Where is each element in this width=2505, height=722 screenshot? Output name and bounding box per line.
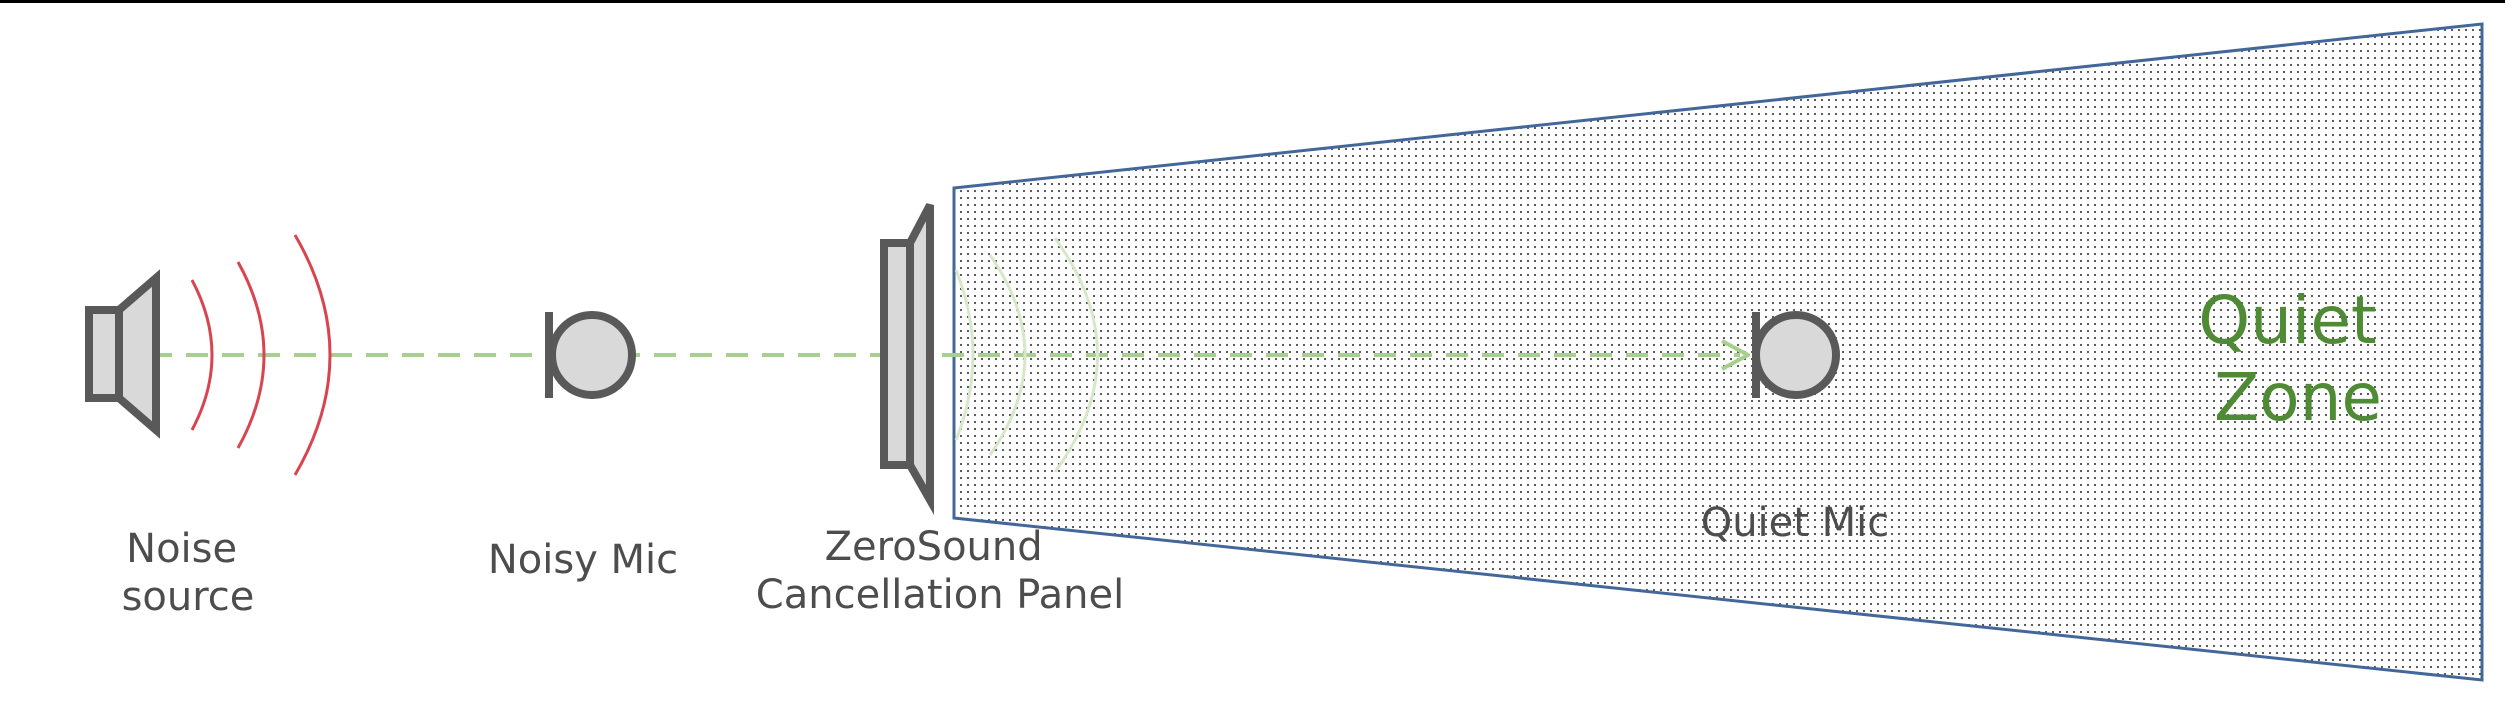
- signal-path: [150, 339, 1750, 371]
- panel-label: ZeroSound Cancellation Panel: [756, 524, 1124, 618]
- quiet-zone-label: Quiet Zone: [2198, 282, 2398, 436]
- speaker-icon: [85, 269, 160, 439]
- quiet-zone-area: [952, 22, 2484, 682]
- cancellation-wave-icon: [954, 237, 1099, 473]
- sound-wave-icon: [190, 234, 332, 476]
- microphone-icon: [545, 311, 636, 399]
- quiet-mic-label: Quiet Mic: [1701, 500, 1890, 546]
- panel-speaker-icon: [880, 203, 934, 516]
- noisy-mic-label: Noisy Mic: [488, 537, 678, 583]
- noise-source-label: Noise source: [122, 526, 255, 620]
- microphone-icon-quiet: [1752, 311, 1840, 399]
